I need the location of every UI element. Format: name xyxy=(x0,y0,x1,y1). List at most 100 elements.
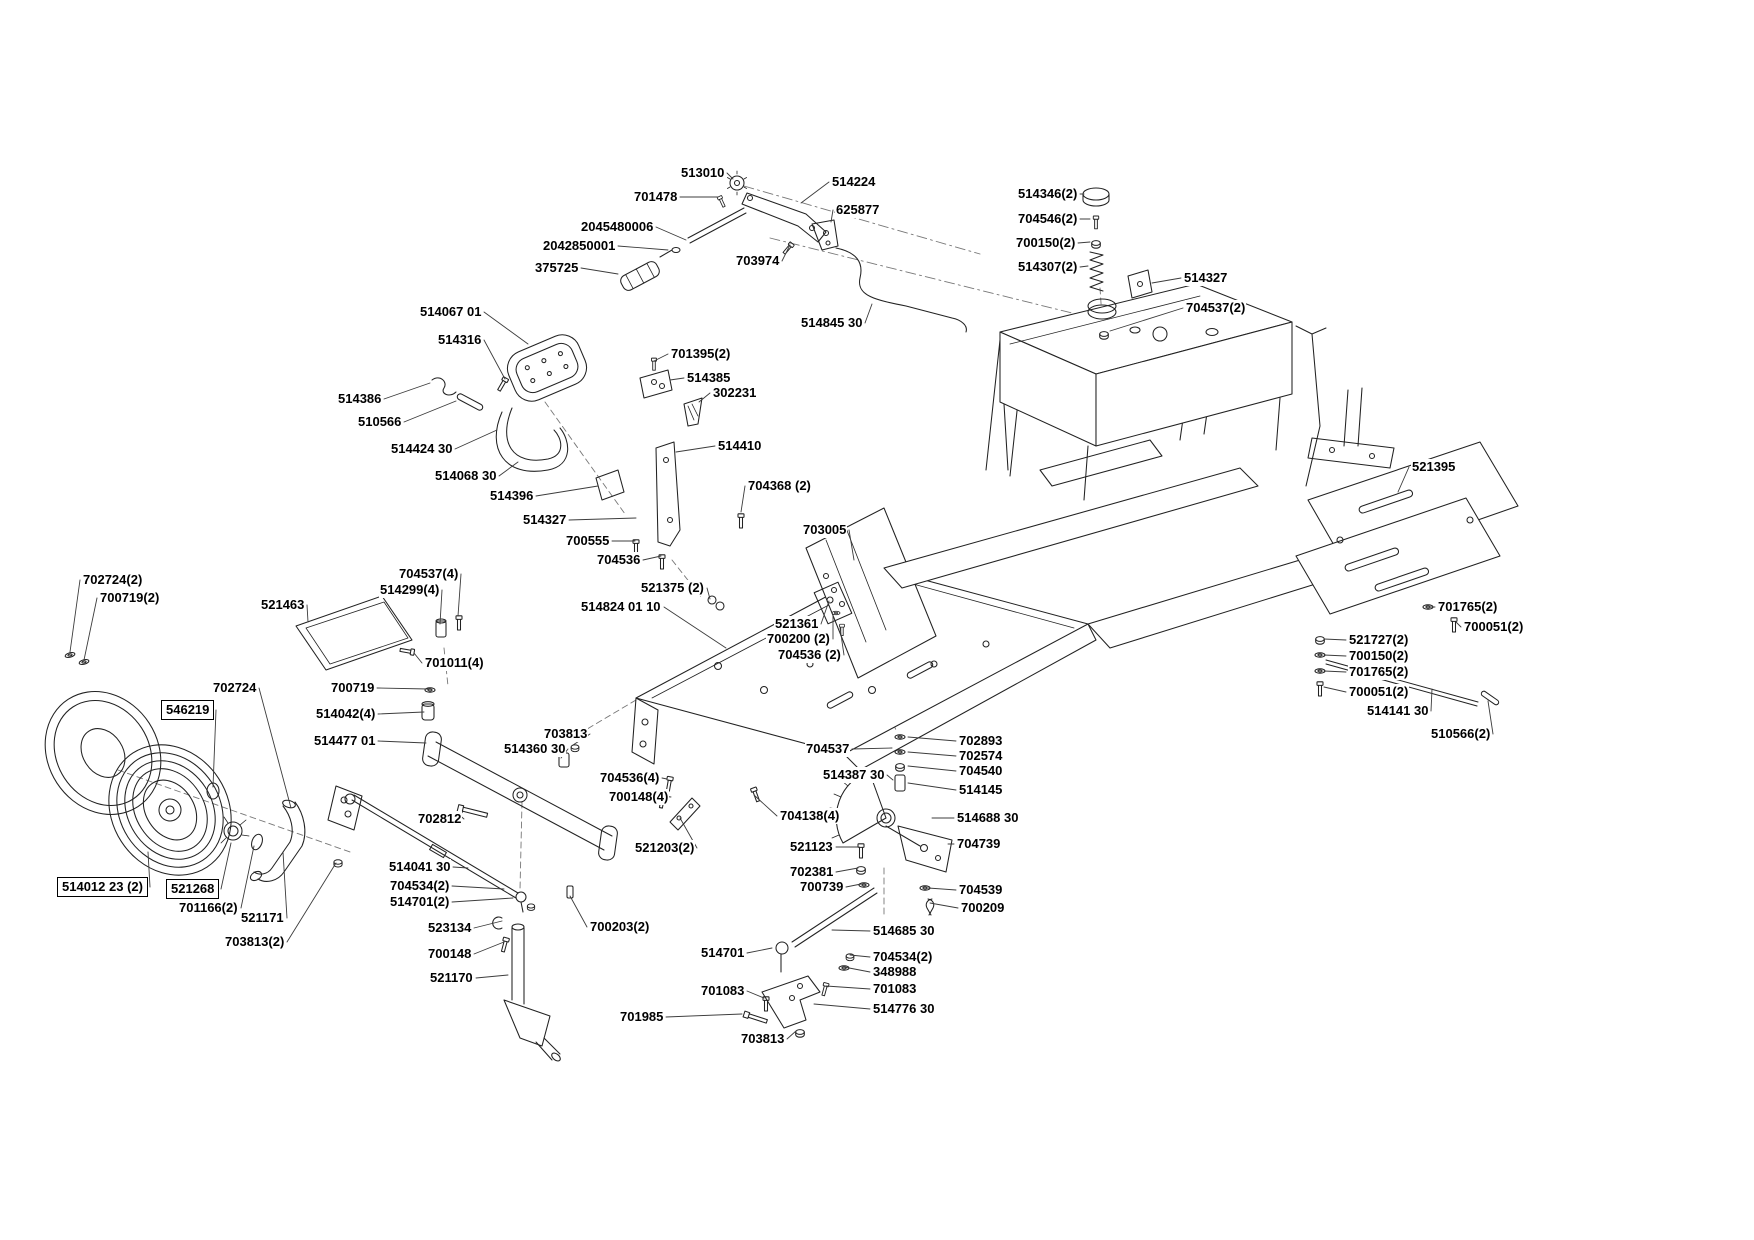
leader-line xyxy=(1455,621,1462,628)
leader-line xyxy=(306,604,309,623)
leader-line xyxy=(849,954,871,958)
part-label: 514387 30 xyxy=(822,767,886,783)
leader-line xyxy=(83,597,98,661)
leader-line xyxy=(475,974,509,979)
part-label: 700150(2) xyxy=(1348,648,1410,664)
part-label: 704368 (2) xyxy=(747,478,812,494)
part-label: 521203(2) xyxy=(634,840,696,856)
part-label: 704536 xyxy=(596,552,642,568)
leader-line xyxy=(907,736,957,742)
part-label: 514776 30 xyxy=(872,1001,936,1017)
leader-line xyxy=(451,885,505,890)
part-label: 700148(4) xyxy=(608,789,670,805)
leader-line xyxy=(473,941,505,955)
part-label: 514701(2) xyxy=(389,894,451,910)
leader-line xyxy=(457,573,462,617)
leader-line xyxy=(258,687,292,809)
part-label: 704537 xyxy=(805,741,851,757)
part-label: 521727(2) xyxy=(1348,632,1410,648)
leader-line xyxy=(907,751,957,757)
part-label: 514701 xyxy=(700,945,746,961)
part-label: 702724 xyxy=(212,680,258,696)
leader-line xyxy=(451,897,514,903)
part-label: 514042(4) xyxy=(315,706,377,722)
part-label: 701011(4) xyxy=(424,655,485,671)
leader-line xyxy=(1430,688,1433,712)
front-wheels-art xyxy=(44,691,363,882)
leader-line xyxy=(886,774,894,781)
part-label: 704537(4) xyxy=(398,566,460,582)
leader-line xyxy=(413,652,423,664)
part-label: 514346(2) xyxy=(1017,186,1079,202)
part-label: 704534(2) xyxy=(389,878,451,894)
part-label: 375725 xyxy=(534,260,580,276)
leader-line xyxy=(1151,277,1182,284)
leader-line xyxy=(781,244,791,262)
leader-line xyxy=(1397,466,1410,493)
leader-line xyxy=(663,606,727,649)
leader-line xyxy=(813,1003,871,1010)
part-label: 700203(2) xyxy=(589,919,651,935)
part-label: 513010 xyxy=(680,165,726,181)
leader-line xyxy=(282,851,288,919)
part-label: 700051(2) xyxy=(1348,684,1410,700)
leader-line xyxy=(665,1013,743,1018)
part-label: 521395 xyxy=(1411,459,1457,475)
leader-line xyxy=(835,867,859,873)
leader-line xyxy=(820,600,830,625)
leader-line xyxy=(240,845,255,909)
part-label: 704536 (2) xyxy=(777,647,842,663)
pedal-assembly-art xyxy=(620,170,967,333)
part-label: 514307(2) xyxy=(1017,259,1079,275)
part-label: 521375 (2) xyxy=(640,580,705,596)
part-label: 625877 xyxy=(835,202,881,218)
part-label: 514824 01 10 xyxy=(580,599,662,615)
leader-line xyxy=(669,377,685,381)
part-label: 700719(2) xyxy=(99,590,161,606)
part-label: 704138(4) xyxy=(779,808,841,824)
leader-line xyxy=(907,782,957,791)
leader-line xyxy=(376,687,429,690)
part-label: 704536(4) xyxy=(599,770,661,786)
part-label: 510566(2) xyxy=(1430,726,1492,742)
part-label: 514396 xyxy=(489,488,535,504)
leader-line xyxy=(864,303,873,324)
leader-line xyxy=(439,589,443,625)
leader-line xyxy=(653,353,669,362)
leader-line xyxy=(147,851,151,888)
leader-line xyxy=(848,529,855,561)
part-label: 514145 xyxy=(958,782,1004,798)
seat-plate-art xyxy=(1295,441,1519,707)
part-label: 700719 xyxy=(330,680,376,696)
part-label: 704537(2) xyxy=(1185,300,1247,316)
part-label: 521463 xyxy=(260,597,306,613)
leader-line xyxy=(377,740,427,744)
part-label: 521361 xyxy=(774,616,820,632)
part-label: 514424 30 xyxy=(390,441,454,457)
part-label: 700051(2) xyxy=(1463,619,1525,635)
part-label: 514067 01 xyxy=(419,304,483,320)
part-label: 521123 xyxy=(789,839,834,855)
part-label: 514316 xyxy=(437,332,483,348)
part-label: 514360 30 xyxy=(503,741,567,757)
part-label-boxed: 514012 23 (2) xyxy=(57,877,148,897)
part-label-boxed: 521268 xyxy=(166,879,220,899)
leader-line xyxy=(473,920,503,929)
leader-line xyxy=(535,485,599,497)
leader-line xyxy=(212,709,217,788)
leader-line xyxy=(454,429,498,450)
part-label: 704546(2) xyxy=(1017,211,1079,227)
part-label: 514385 xyxy=(686,370,732,386)
part-label: 702381 xyxy=(789,864,835,880)
part-label: 701395(2) xyxy=(670,346,732,362)
leader-line xyxy=(483,339,506,380)
leader-line xyxy=(483,311,529,345)
part-label: 514410 xyxy=(717,438,763,454)
leader-line xyxy=(220,842,232,890)
part-label: 703974 xyxy=(735,253,781,269)
leader-line xyxy=(929,902,959,909)
part-label: 701166(2) xyxy=(178,900,239,916)
part-label: 701083 xyxy=(700,983,746,999)
